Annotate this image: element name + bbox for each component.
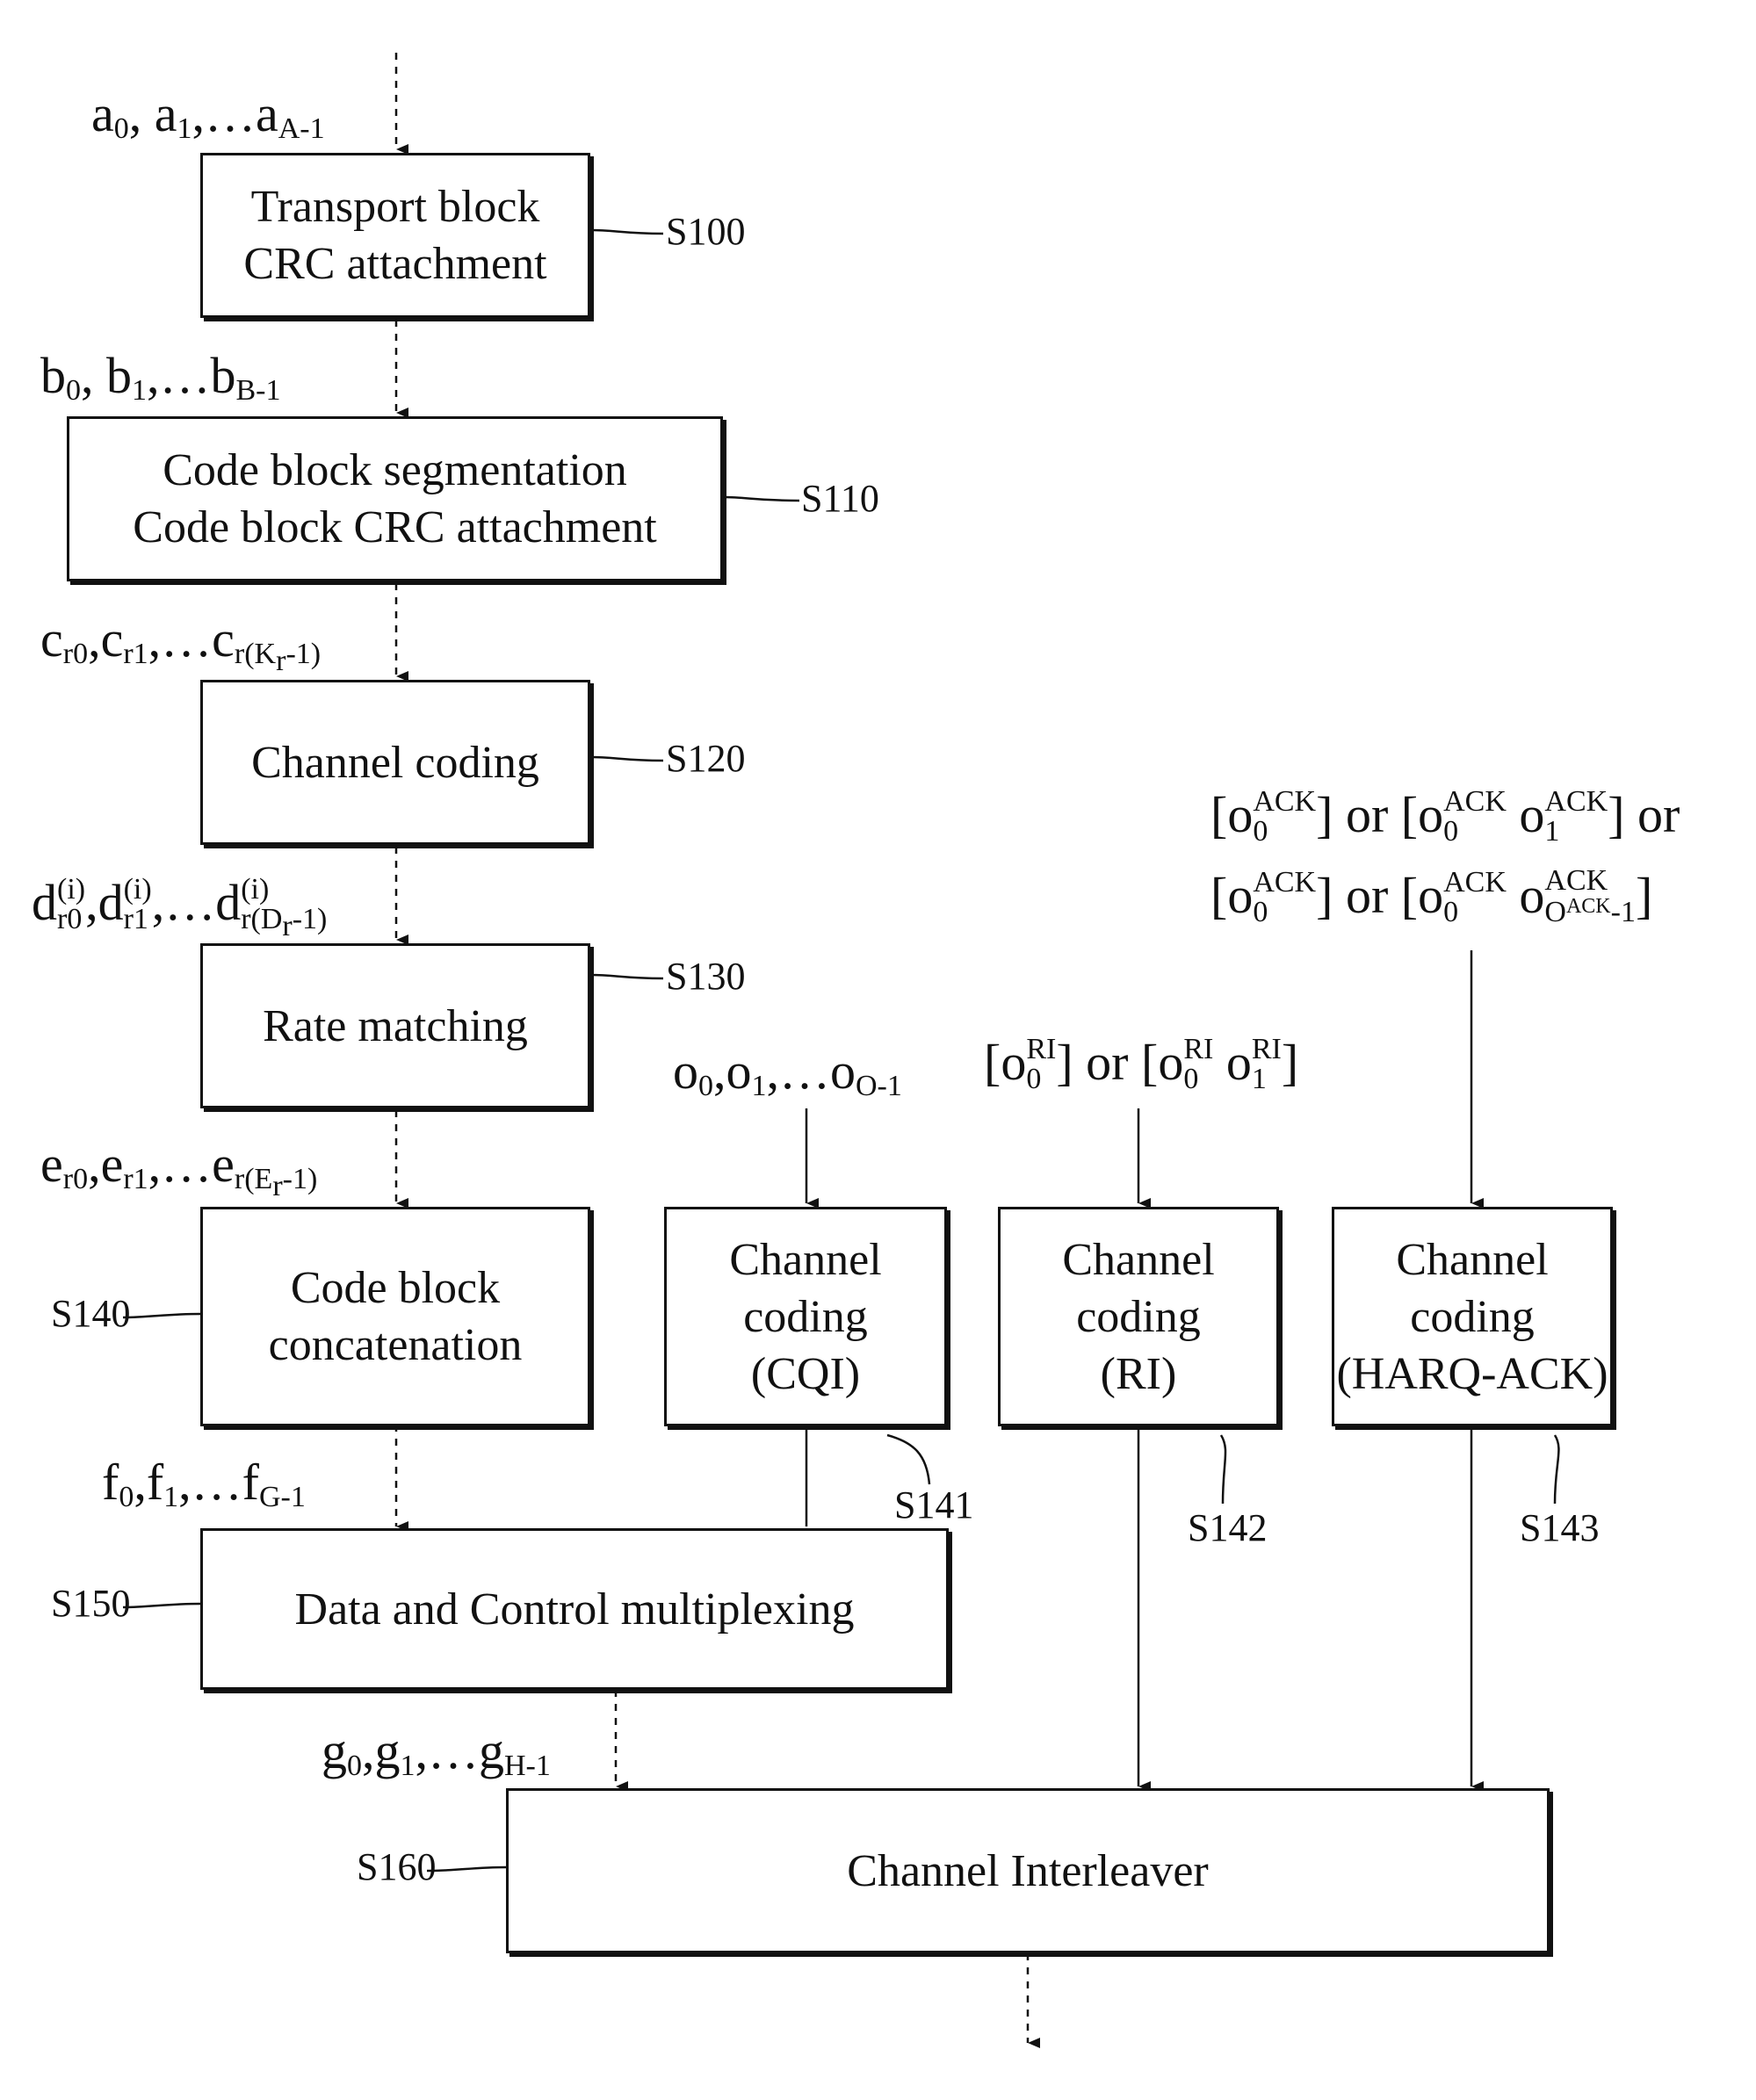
signal-g: g0,g1,…gH-1 bbox=[322, 1721, 551, 1783]
block-s160-line1: Channel Interleaver bbox=[847, 1843, 1208, 1900]
ref-s143: S143 bbox=[1520, 1505, 1599, 1550]
leader-s160 bbox=[427, 1867, 506, 1871]
signal-b: b0, b1,…bB-1 bbox=[40, 346, 281, 408]
block-s110-line1: Code block segmentation bbox=[133, 442, 656, 499]
block-s150-line1: Data and Control multiplexing bbox=[295, 1581, 855, 1638]
signal-o-cqi: o0,o1,…oO-1 bbox=[673, 1042, 902, 1103]
ref-s140: S140 bbox=[51, 1291, 130, 1336]
block-s141-line1: Channel bbox=[729, 1231, 881, 1288]
leader-s150 bbox=[123, 1604, 200, 1607]
signal-e: er0,er1,…er(Er-1) bbox=[40, 1135, 317, 1203]
leader-s143 bbox=[1555, 1435, 1558, 1504]
block-s100-line2: CRC attachment bbox=[243, 235, 546, 292]
block-s130: Rate matching bbox=[200, 943, 590, 1108]
block-s143-line2: coding bbox=[1336, 1288, 1608, 1346]
block-s140-line2: concatenation bbox=[269, 1317, 523, 1374]
ref-s130: S130 bbox=[666, 954, 745, 999]
block-s130-line1: Rate matching bbox=[263, 998, 528, 1055]
block-s160: Channel Interleaver bbox=[506, 1788, 1550, 1953]
leader-s140 bbox=[123, 1314, 200, 1317]
signal-f: f0,f1,…fG-1 bbox=[102, 1453, 306, 1514]
block-s142: Channelcoding(RI) bbox=[998, 1207, 1279, 1426]
block-s143-line3: (HARQ-ACK) bbox=[1336, 1346, 1608, 1403]
block-s141-line2: coding bbox=[729, 1288, 881, 1346]
block-s141-line3: (CQI) bbox=[729, 1346, 881, 1403]
block-s142-line1: Channel bbox=[1062, 1231, 1214, 1288]
ref-s110: S110 bbox=[801, 476, 879, 521]
block-s143: Channelcoding(HARQ-ACK) bbox=[1332, 1207, 1613, 1426]
block-s140-line1: Code block bbox=[269, 1259, 523, 1317]
ref-s142: S142 bbox=[1188, 1505, 1267, 1550]
ref-s150: S150 bbox=[51, 1581, 130, 1626]
ref-s160: S160 bbox=[357, 1844, 436, 1889]
ref-s120: S120 bbox=[666, 736, 745, 781]
signal-ack-line1: [oACK0] or [oACK0 oACK1] or bbox=[1210, 785, 1680, 847]
ref-s141: S141 bbox=[894, 1483, 973, 1527]
block-s140: Code blockconcatenation bbox=[200, 1207, 590, 1426]
block-s141: Channelcoding(CQI) bbox=[664, 1207, 947, 1426]
block-s120-line1: Channel coding bbox=[251, 734, 539, 791]
leader-s141 bbox=[887, 1435, 929, 1484]
block-s110-line2: Code block CRC attachment bbox=[133, 499, 656, 556]
signal-ri: [oRI0] or [oRI0 oRI1] bbox=[984, 1033, 1298, 1094]
block-s100-line1: Transport block bbox=[243, 178, 546, 235]
leader-s120 bbox=[590, 757, 663, 761]
block-s142-line2: coding bbox=[1062, 1288, 1214, 1346]
leader-s142 bbox=[1221, 1435, 1225, 1504]
leader-s130 bbox=[590, 975, 663, 978]
block-s110: Code block segmentationCode block CRC at… bbox=[67, 416, 723, 581]
block-s143-line1: Channel bbox=[1336, 1231, 1608, 1288]
leader-s110 bbox=[723, 497, 799, 501]
block-s120: Channel coding bbox=[200, 680, 590, 845]
block-s142-line3: (RI) bbox=[1062, 1346, 1214, 1403]
ref-s100: S100 bbox=[666, 209, 745, 254]
signal-ack-line2: [oACK0] or [oACK0 oACKOACK-1] bbox=[1210, 866, 1652, 927]
leader-s100 bbox=[590, 230, 663, 234]
block-s100: Transport blockCRC attachment bbox=[200, 153, 590, 318]
signal-c: cr0,cr1,…cr(Kr-1) bbox=[40, 610, 321, 678]
signal-a: a0, a1,…aA-1 bbox=[91, 84, 325, 146]
block-s150: Data and Control multiplexing bbox=[200, 1528, 949, 1690]
signal-d: d(i)r0,d(i)r1,…d(i)r(Dr-1) bbox=[32, 873, 327, 942]
